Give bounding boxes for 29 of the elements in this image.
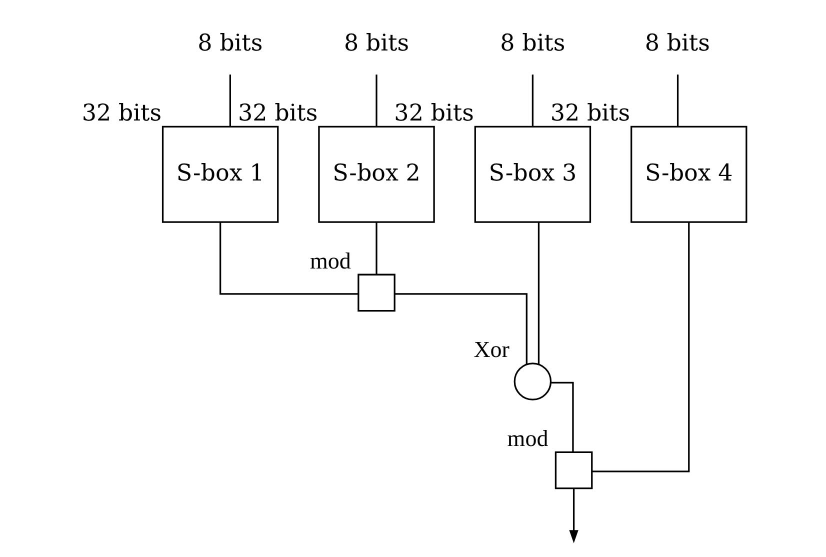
- node-text: 8 bits: [500, 30, 565, 57]
- node-box: [554, 451, 592, 490]
- node-text: 8 bits: [644, 30, 710, 57]
- connector: [531, 74, 534, 127]
- connector: [394, 293, 527, 364]
- connector: [375, 222, 377, 274]
- node-label: mod: [310, 247, 350, 274]
- node-label: 32 bits: [81, 100, 162, 126]
- connector: [550, 382, 574, 452]
- node-box: S-box 3: [474, 126, 591, 223]
- node-box: S-box 1: [161, 126, 278, 223]
- node-label: Xor: [473, 336, 509, 362]
- arrow: [568, 489, 578, 544]
- connector: [537, 222, 540, 364]
- node-label: 32 bits: [550, 100, 630, 126]
- node-circle: [513, 362, 552, 400]
- node-label: 32 bits: [394, 100, 474, 126]
- node-text: 8 bits: [197, 30, 262, 57]
- connector: [375, 74, 377, 127]
- node-box: S-box 2: [318, 126, 434, 223]
- connector: [228, 74, 230, 127]
- node-box: [357, 274, 395, 312]
- connector: [592, 222, 690, 472]
- node-label: 32 bits: [238, 100, 318, 126]
- node-label: mod: [506, 424, 548, 451]
- node-text: 8 bits: [343, 30, 409, 57]
- connector: [676, 74, 678, 127]
- node-box: S-box 4: [630, 126, 747, 223]
- connector: [219, 222, 358, 295]
